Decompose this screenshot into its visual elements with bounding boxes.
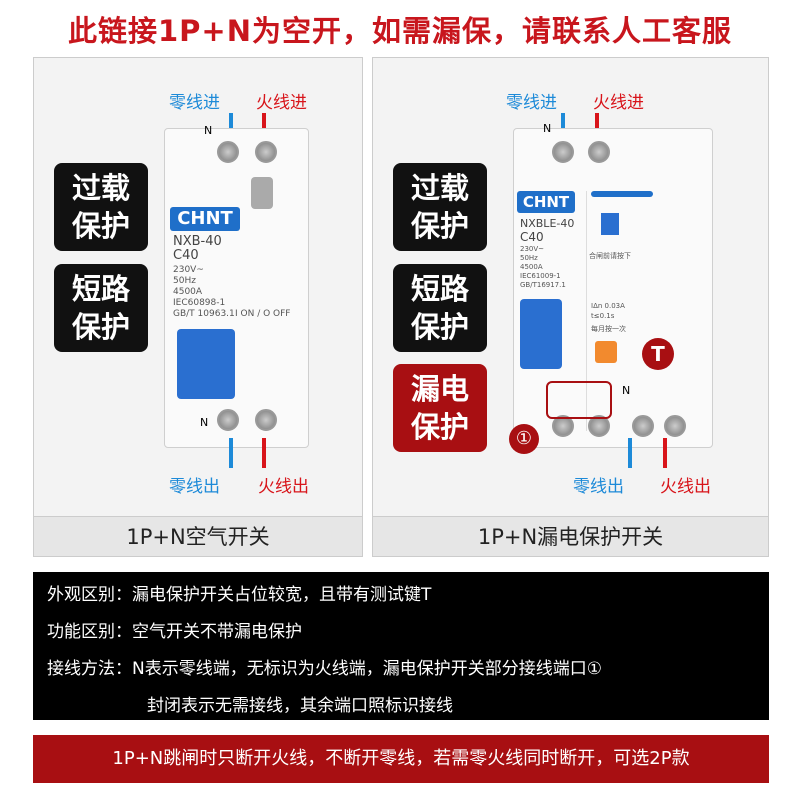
live-in-label: 火线进 [593, 93, 644, 113]
screw-icon [552, 141, 574, 163]
neutral-in-label: 零线进 [506, 93, 557, 113]
test-button[interactable] [595, 341, 617, 363]
badge-overload: 过载保护 [54, 163, 148, 251]
screw-icon [217, 141, 239, 163]
panel-caption: 1P+N空气开关 [34, 516, 362, 556]
comparison-info-box: 外观区别：漏电保护开关占位较宽，且带有测试键T 功能区别：空气开关不带漏电保护 … [33, 572, 769, 720]
press-before-label: 合闸前请按下 [589, 252, 631, 260]
screw-icon [588, 141, 610, 163]
live-in-label: 火线进 [256, 93, 307, 113]
panel-caption: 1P+N漏电保护开关 [373, 516, 768, 556]
info-text: N表示零线端，无标识为火线端，漏电保护开关部分接线端口① [132, 659, 602, 679]
info-text: 封闭表示无需接线，其余端口照标识接线 [147, 696, 453, 716]
n-mark-out: N [200, 416, 209, 429]
spec: 4500A [173, 287, 203, 297]
toggle-lever[interactable] [177, 329, 235, 399]
info-row-wiring-cont: 封闭表示无需接线，其余端口照标识接线 [147, 691, 453, 716]
info-text: 空气开关不带漏电保护 [132, 622, 302, 642]
model: NXB-40 [173, 234, 222, 249]
live-out-label: 火线出 [258, 477, 309, 497]
spec-list: 230V~ 50Hz 4500A IEC60898-1 GB/T 10963.1 [173, 265, 235, 320]
screw-icon [664, 415, 686, 437]
spec: IEC61009-1 [520, 272, 561, 280]
reset-button[interactable] [601, 213, 619, 235]
badge-overload: 过载保护 [393, 163, 487, 251]
rcd-module: 合闸前请按下 IΔn 0.03A t≤0.1s 每月按一次 [586, 191, 656, 431]
screw-icon [632, 415, 654, 437]
rating: C40 [173, 248, 199, 263]
breaker-body: CHNT NXBLE-40 C40 230V~ 50Hz 4500A IEC61… [513, 128, 713, 448]
neutral-wire-out [229, 438, 233, 468]
residual-current: IΔn 0.03A [591, 302, 625, 310]
spec: 4500A [520, 263, 543, 271]
screw-icon [588, 415, 610, 437]
info-row-wiring: 接线方法：N表示零线端，无标识为火线端，漏电保护开关部分接线端口① [47, 654, 602, 679]
screw-icon [255, 409, 277, 431]
test-key-marker: T [642, 338, 674, 370]
spec: GB/T 10963.1 [173, 309, 235, 319]
spec-list: 230V~ 50Hz 4500A IEC61009-1 GB/T16917.1 [520, 245, 566, 290]
neutral-in-label: 零线进 [169, 93, 220, 113]
info-row-appearance: 外观区别：漏电保护开关占位较宽，且带有测试键T [47, 580, 431, 605]
info-label: 接线方法： [47, 659, 132, 679]
info-label: 外观区别： [47, 585, 132, 605]
sealed-port-outline [546, 381, 612, 419]
info-label: 功能区别： [47, 622, 132, 642]
blue-strip [591, 191, 653, 197]
neutral-out-label: 零线出 [169, 477, 220, 497]
spec: GB/T16917.1 [520, 281, 566, 289]
screw-icon [217, 409, 239, 431]
brand-logo: CHNT [517, 191, 575, 213]
screw-icon [255, 141, 277, 163]
n-mark: N [543, 122, 552, 135]
n-mark-out: N [622, 384, 631, 397]
monthly-label: 每月按一次 [591, 325, 626, 333]
on-off-label: I ON / O OFF [235, 309, 291, 319]
trip-time: t≤0.1s [591, 312, 615, 320]
neutral-wire-out [628, 438, 632, 468]
spec: 50Hz [520, 254, 538, 262]
spec: 230V~ [520, 245, 545, 253]
screw-icon [552, 415, 574, 437]
air-switch-panel: 过载保护 短路保护 零线进 火线进 CHNT NXB-40 C40 230V~ … [33, 57, 363, 557]
brand-logo: CHNT [170, 207, 240, 231]
spec: 230V~ [173, 265, 204, 275]
n-mark: N [204, 124, 213, 137]
breaker-body: CHNT NXB-40 C40 230V~ 50Hz 4500A IEC6089… [164, 128, 309, 448]
toggle-lever[interactable] [520, 299, 562, 369]
live-out-label: 火线出 [660, 477, 711, 497]
spec: 50Hz [173, 276, 196, 286]
footer-notice: 1P+N跳闸时只断开火线，不断开零线，若需零火线同时断开，可选2P款 [33, 735, 769, 783]
window [251, 177, 273, 209]
spec: IEC60898-1 [173, 298, 226, 308]
page-title: 此链接1P+N为空开，如需漏保，请联系人工客服 [67, 14, 732, 48]
live-wire-out [262, 438, 266, 468]
port-marker: ① [509, 424, 539, 454]
badge-short-circuit: 短路保护 [54, 264, 148, 352]
rcbo-panel: 过载保护 短路保护 漏电保护 零线进 火线进 CHNT NXBLE-40 C40… [372, 57, 769, 557]
neutral-out-label: 零线出 [573, 477, 624, 497]
badge-short-circuit: 短路保护 [393, 264, 487, 352]
model: NXBLE-40 [520, 217, 575, 230]
rating: C40 [520, 230, 544, 244]
live-wire-out [663, 438, 667, 468]
badge-leakage: 漏电保护 [393, 364, 487, 452]
info-text: 漏电保护开关占位较宽，且带有测试键T [132, 585, 432, 605]
info-row-function: 功能区别：空气开关不带漏电保护 [47, 617, 302, 642]
